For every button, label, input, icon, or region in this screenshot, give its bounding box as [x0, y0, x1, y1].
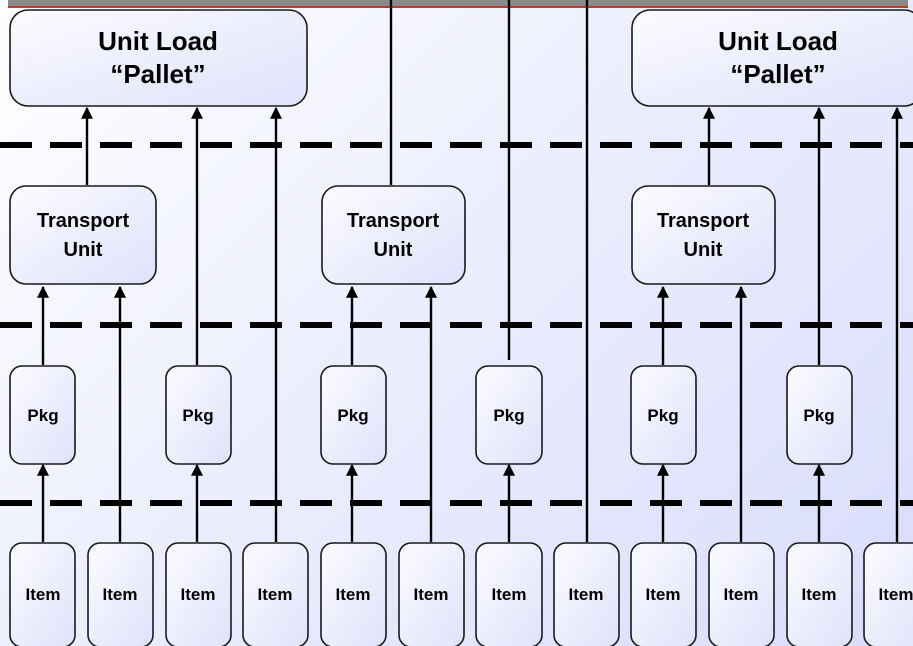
item-node: Item	[709, 543, 774, 646]
package-label: Pkg	[493, 406, 524, 425]
unit-load-node: Unit Load “Pallet”	[632, 10, 913, 106]
item-node: Item	[166, 543, 231, 646]
item-node: Item	[88, 543, 153, 646]
item-label: Item	[258, 585, 293, 604]
item-label: Item	[181, 585, 216, 604]
transport-unit-node: Transport Unit	[322, 186, 465, 284]
transport-unit-node: Transport Unit	[10, 186, 156, 284]
item-label: Item	[336, 585, 371, 604]
item-node: Item	[10, 543, 75, 646]
item-label: Item	[569, 585, 604, 604]
package-node: Pkg	[10, 366, 75, 464]
item-label: Item	[724, 585, 759, 604]
transport-unit-subtitle: Unit	[374, 239, 413, 261]
item-node: Item	[321, 543, 386, 646]
item-label: Item	[492, 585, 527, 604]
item-node: Item	[554, 543, 619, 646]
item-node: Item	[631, 543, 696, 646]
unit-load-subtitle: “Pallet”	[110, 59, 205, 89]
header-strip	[8, 0, 908, 8]
item-row: Item Item Item Item Item Item Item Item …	[10, 543, 913, 646]
item-node: Item	[243, 543, 308, 646]
transport-unit-subtitle: Unit	[64, 239, 103, 261]
transport-unit-subtitle: Unit	[684, 239, 723, 261]
item-label: Item	[103, 585, 138, 604]
transport-unit-node: Transport Unit	[632, 186, 775, 284]
item-label: Item	[879, 585, 913, 604]
item-label: Item	[414, 585, 449, 604]
package-node: Pkg	[476, 366, 542, 464]
package-label: Pkg	[27, 406, 58, 425]
package-label: Pkg	[337, 406, 368, 425]
item-node: Item	[476, 543, 542, 646]
unit-load-subtitle: “Pallet”	[730, 59, 825, 89]
item-node: Item	[787, 543, 852, 646]
unit-load-title: Unit Load	[718, 26, 838, 56]
package-label: Pkg	[182, 406, 213, 425]
item-label: Item	[646, 585, 681, 604]
package-label: Pkg	[647, 406, 678, 425]
unit-load-title: Unit Load	[98, 26, 218, 56]
package-node: Pkg	[631, 366, 696, 464]
item-label: Item	[802, 585, 837, 604]
item-node: Item	[864, 543, 913, 646]
transport-unit-title: Transport	[657, 210, 750, 232]
transport-unit-title: Transport	[37, 210, 130, 232]
package-node: Pkg	[321, 366, 386, 464]
unit-load-node: Unit Load “Pallet”	[10, 10, 307, 106]
transport-unit-title: Transport	[347, 210, 440, 232]
package-node: Pkg	[787, 366, 852, 464]
package-label: Pkg	[803, 406, 834, 425]
package-node: Pkg	[166, 366, 231, 464]
item-node: Item	[399, 543, 464, 646]
item-label: Item	[26, 585, 61, 604]
